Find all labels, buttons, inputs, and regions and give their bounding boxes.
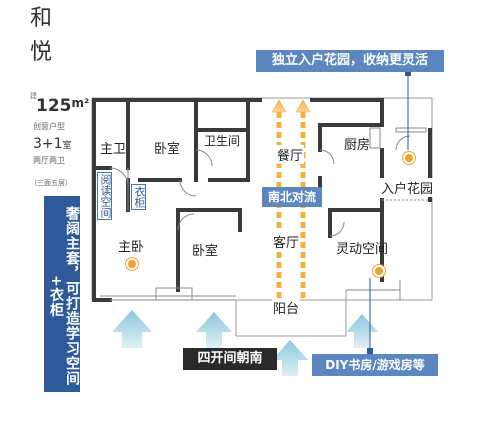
sides-label: （三面五层） xyxy=(30,179,72,187)
room-master-bed: 主卧 xyxy=(118,240,145,255)
room-master-bath: 主卫 xyxy=(100,142,127,157)
type-label: 创意户型 xyxy=(33,122,65,131)
diy-callout: DIY书房/游戏房等 xyxy=(312,354,438,376)
garden-dot xyxy=(403,152,415,164)
room-bedroom-bottom: 卧室 xyxy=(192,244,219,259)
garden-callout: 独立入户花园，收纳更灵活 xyxy=(256,50,444,72)
room-dining: 餐厅 xyxy=(276,145,305,164)
room-bathroom: 卫生间 xyxy=(204,134,241,148)
project-name-1: 和 xyxy=(30,6,53,31)
room-balcony: 阳台 xyxy=(272,298,301,317)
airflow-arrows xyxy=(271,99,311,113)
area-prefix: 建 xyxy=(30,92,37,100)
room-bedroom-top: 卧室 xyxy=(154,142,181,157)
room-kitchen: 厨房 xyxy=(344,138,371,153)
halls-baths: 两厅两卫 xyxy=(33,156,65,165)
room-flex: 灵动空间 xyxy=(336,242,389,257)
rooms-count: 3+1室 xyxy=(33,136,72,152)
flex-dot xyxy=(373,265,385,277)
wardrobe-label: 衣柜 xyxy=(131,184,146,210)
project-name-2: 悦 xyxy=(30,40,53,65)
room-entry-garden: 入户花园 xyxy=(380,178,435,197)
airflow-label: 南北对流 xyxy=(262,187,322,207)
area-value: 125m² xyxy=(36,96,90,116)
suite-callout: 奢阔主套，可打造学习空间+衣柜 xyxy=(44,196,80,392)
master-bed-dot xyxy=(126,258,138,270)
south-callout: 四开间朝南 xyxy=(183,348,277,370)
room-living: 客厅 xyxy=(272,232,301,251)
reading-space-label: 阅读空间 xyxy=(97,172,112,220)
